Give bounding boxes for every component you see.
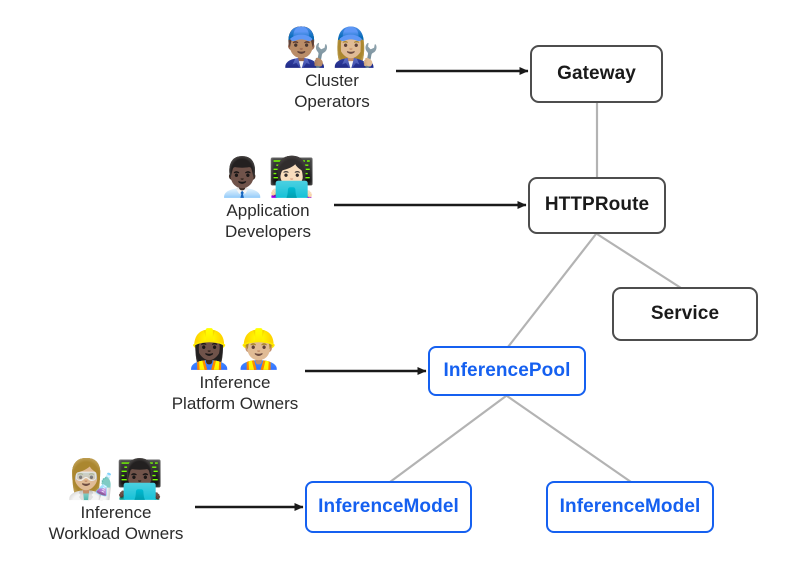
edge-inferencepool-inferencemodel-2 (505, 394, 633, 484)
inference-workload-owners-label: Inference Workload Owners (48, 503, 184, 544)
application-developers-avatar-icons: 👨🏿‍💼👩🏻‍💻 (218, 155, 318, 199)
persona-inference-platform-owners: 👷🏿‍♀️👷🏼‍♂️ Inference Platform Owners (147, 330, 323, 415)
inference-platform-owners-label: Inference Platform Owners (171, 373, 299, 414)
node-service[interactable]: Service (612, 287, 758, 341)
cluster-operators-avatar-icons: 👨🏽‍🔧👩🏼‍🔧 (282, 25, 382, 69)
edge-inferencepool-inferencemodel-1 (388, 394, 508, 484)
edge-httproute-service (595, 232, 683, 290)
node-gateway[interactable]: Gateway (530, 45, 663, 103)
persona-cluster-operators: 👨🏽‍🔧👩🏼‍🔧 Cluster Operators (255, 28, 409, 113)
inference-workload-owners-avatar-icons: 👩🏼‍🔬👨🏿‍💻 (66, 457, 166, 501)
node-inferencemodel-2[interactable]: InferenceModel (546, 481, 714, 533)
node-httproute[interactable]: HTTPRoute (528, 177, 666, 234)
persona-application-developers: 👨🏿‍💼👩🏻‍💻 Application Developers (191, 158, 345, 243)
application-developers-label: Application Developers (225, 201, 311, 242)
edge-httproute-inferencepool (506, 232, 598, 349)
node-inferencemodel-1[interactable]: InferenceModel (305, 481, 472, 533)
inference-platform-owners-avatar-icons: 👷🏿‍♀️👷🏼‍♂️ (185, 327, 285, 371)
node-inferencepool[interactable]: InferencePool (428, 346, 586, 396)
persona-inference-workload-owners: 👩🏼‍🔬👨🏿‍💻 Inference Workload Owners (22, 460, 210, 545)
cluster-operators-label: Cluster Operators (294, 71, 370, 112)
